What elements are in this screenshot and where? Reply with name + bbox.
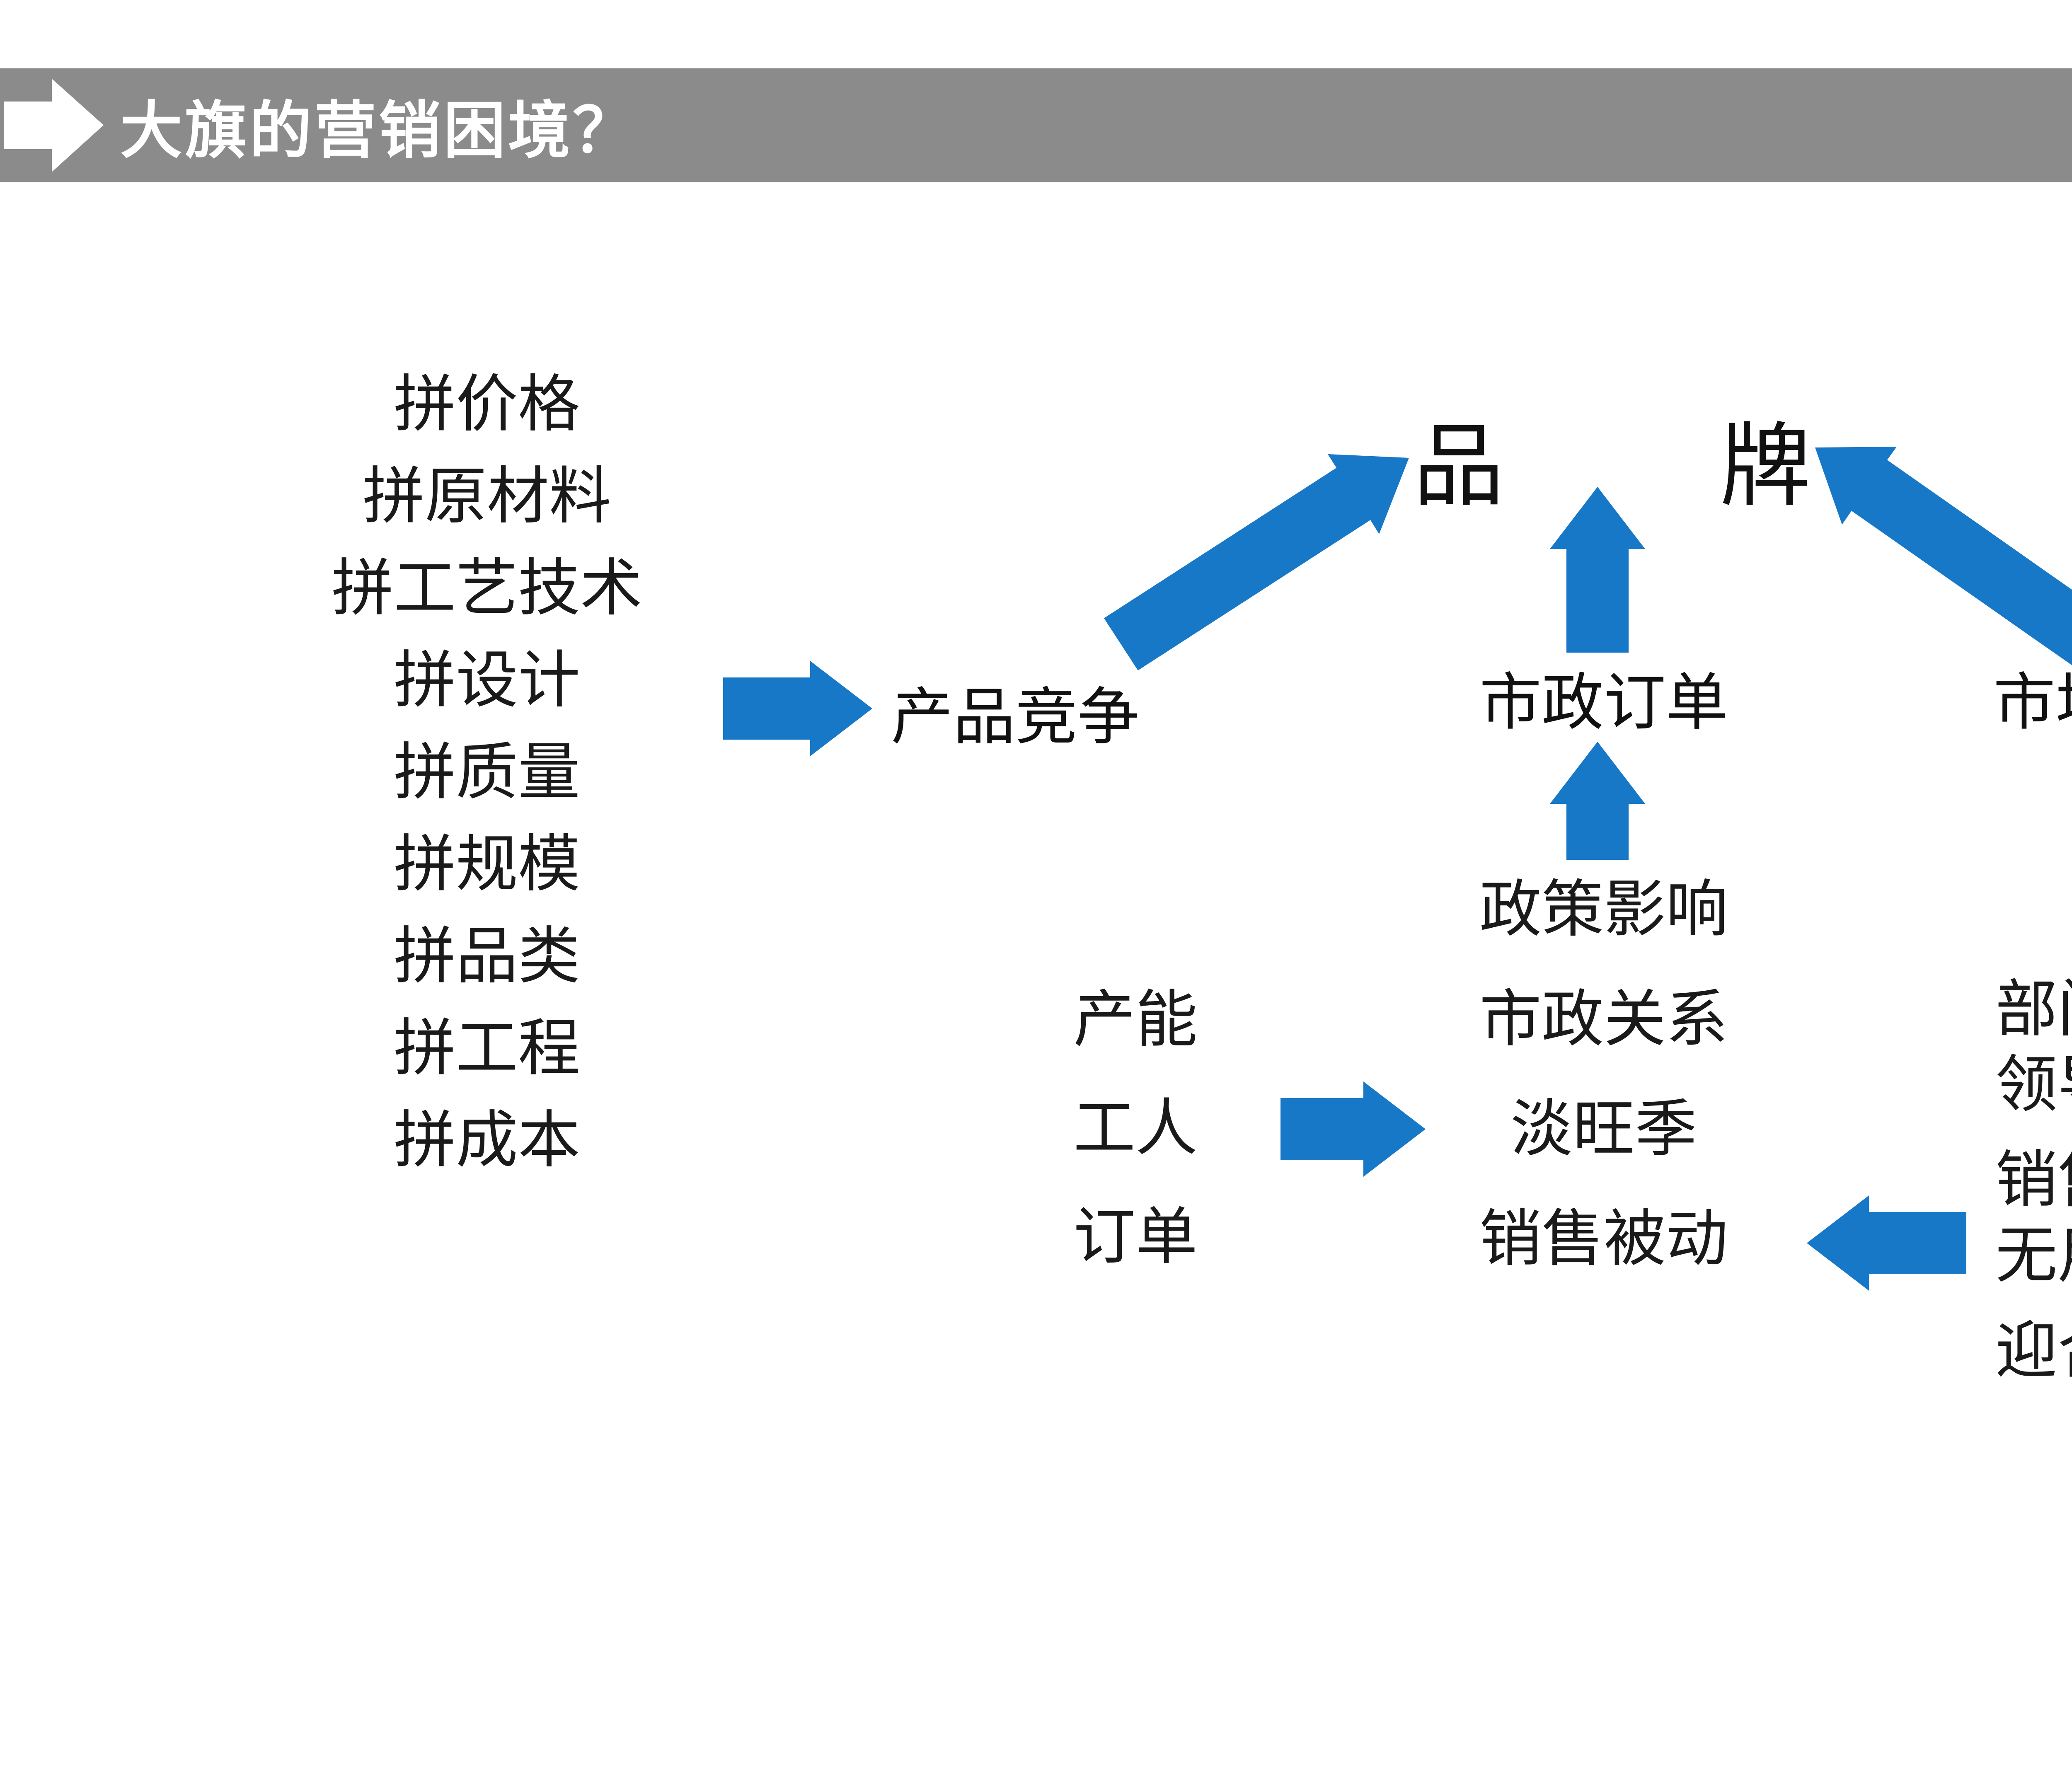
- header-bar: 大旗的营销困境？: [0, 68, 2072, 182]
- list-item: 拼设计: [393, 645, 580, 715]
- list-item: 产能: [1073, 984, 1198, 1054]
- list-item: 迎合客户: [1995, 1316, 2072, 1385]
- arrow-capacity-to-seasonality: [1280, 1081, 1426, 1177]
- municipal-issues-list: 政策影响 市政关系 淡旺季 销售被动: [1293, 854, 1915, 1294]
- issue-group: 部门难找 领导难见: [1995, 971, 2072, 1122]
- list-item: 拼价格: [393, 369, 580, 439]
- list-item: 工人: [1073, 1093, 1198, 1163]
- list-item: 订单: [1073, 1202, 1198, 1271]
- arrow-policy-to-municipal: [1550, 742, 1645, 860]
- issue-group: 迎合客户: [1995, 1313, 2072, 1388]
- arrow-market-to-brand: [1815, 447, 2072, 665]
- arrow-product-to-brand: [1104, 454, 1409, 670]
- sales-issues: 部门难找 领导难见 销售环节复杂 无用功多 迎合客户: [1995, 971, 2072, 1408]
- brand-title: 品牌: [1413, 415, 2026, 517]
- list-item: 部门难找: [1995, 974, 2072, 1044]
- list-item: 拼工程: [393, 1013, 580, 1083]
- list-item: 销售环节复杂: [1995, 1145, 2072, 1214]
- list-item: 淡旺季: [1510, 1094, 1697, 1164]
- node-market-expansion: 市场拓展: [1993, 668, 2072, 737]
- node-municipal-orders: 市政订单: [1479, 668, 1728, 737]
- list-item: 无用功多: [1995, 1220, 2072, 1290]
- list-item: 拼成本: [393, 1105, 580, 1175]
- arrow-salesissues-to-sales: [1807, 1195, 1966, 1291]
- page-title: 大旗的营销困境？: [120, 96, 638, 165]
- list-item: 拼品类: [393, 921, 580, 991]
- list-item: 拼工艺技术: [331, 553, 642, 623]
- list-item: 拼原材料: [362, 461, 611, 531]
- header-arrow-icon: [4, 79, 104, 172]
- arrow-municipal-to-brand: [1550, 487, 1645, 653]
- list-item: 市政关系: [1479, 984, 1728, 1054]
- list-item: 拼规模: [393, 829, 580, 899]
- list-item: 政策影响: [1479, 874, 1728, 944]
- list-item: 拼质量: [393, 737, 580, 807]
- node-product-competition: 产品竞争: [891, 682, 1140, 752]
- capacity-list: 产能 工人 订单: [1073, 965, 1198, 1291]
- list-item: 领导难见: [1995, 1050, 2072, 1119]
- list-item: 销售被动: [1479, 1204, 1728, 1273]
- competition-factors-list: 拼价格 拼原材料 拼工艺技术 拼设计 拼质量 拼规模 拼品类 拼工程 拼成本: [155, 358, 818, 1186]
- arrow-factors-to-product: [723, 661, 872, 756]
- issue-group: 销售环节复杂 无用功多: [1995, 1142, 2072, 1293]
